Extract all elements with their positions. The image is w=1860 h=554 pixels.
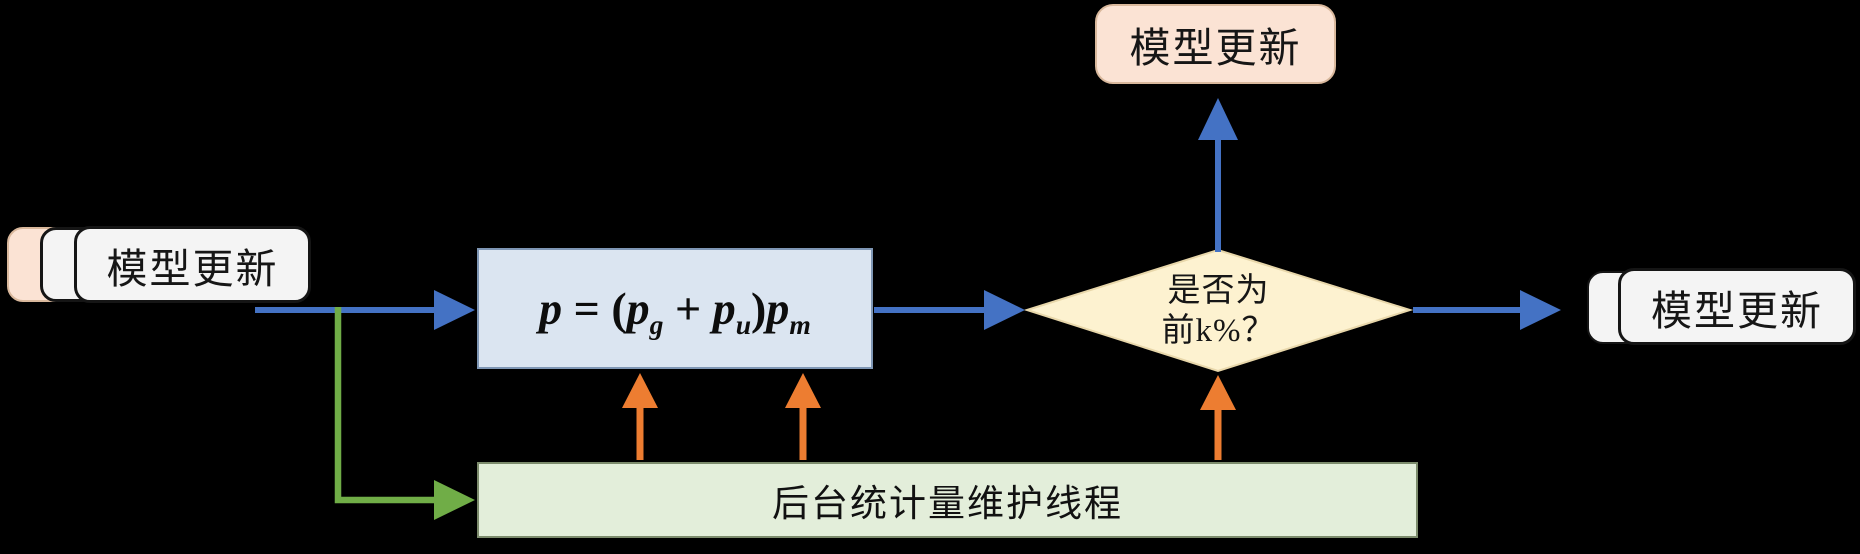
formula-part: p [539, 283, 563, 334]
arrow-decision-to-top-head [1198, 98, 1238, 140]
formula-part: p [626, 283, 650, 334]
arrow-decision-to-output-head [1520, 290, 1561, 330]
output-stack-front-card: 模型更新 [1618, 268, 1856, 345]
formula-part: p [766, 283, 790, 334]
arrow-branch-to-thread-head [434, 480, 475, 520]
arrow-formula-to-decision-head [984, 290, 1025, 330]
top-result-box: 模型更新 [1095, 4, 1336, 84]
top-result-label: 模型更新 [1129, 25, 1302, 71]
input-stack-label: 模型更新 [106, 245, 279, 292]
probability-formula-box: p = (pg + pu)pm [477, 248, 873, 369]
arrow-thread-to-decision-head [1200, 375, 1236, 410]
input-stack-front-card: 模型更新 [74, 226, 311, 303]
arrow-input-to-formula-head [434, 290, 475, 330]
arrow-thread-to-formula-1-head [622, 373, 658, 408]
arrow-thread-to-formula-2-head [785, 373, 821, 408]
background-thread-box: 后台统计量维护线程 [477, 462, 1418, 538]
formula-part: ) [751, 283, 767, 334]
probability-formula: p = (pg + pu)pm [539, 282, 811, 338]
formula-part: p [712, 283, 736, 334]
decision-label-line2: 前k%？ [1161, 313, 1276, 349]
arrow-branch-to-thread [334, 307, 434, 504]
background-thread-label: 后台统计量维护线程 [772, 484, 1123, 525]
decision-diamond-label: 是否为 前k%？ [1027, 252, 1410, 370]
formula-part: = ( [562, 283, 627, 334]
formula-subscript: m [789, 309, 811, 341]
formula-subscript: u [735, 309, 752, 341]
formula-subscript: g [649, 309, 664, 341]
output-stack-label: 模型更新 [1651, 287, 1823, 334]
decision-label-line1: 是否为 [1167, 272, 1270, 309]
formula-part: + [663, 283, 713, 334]
